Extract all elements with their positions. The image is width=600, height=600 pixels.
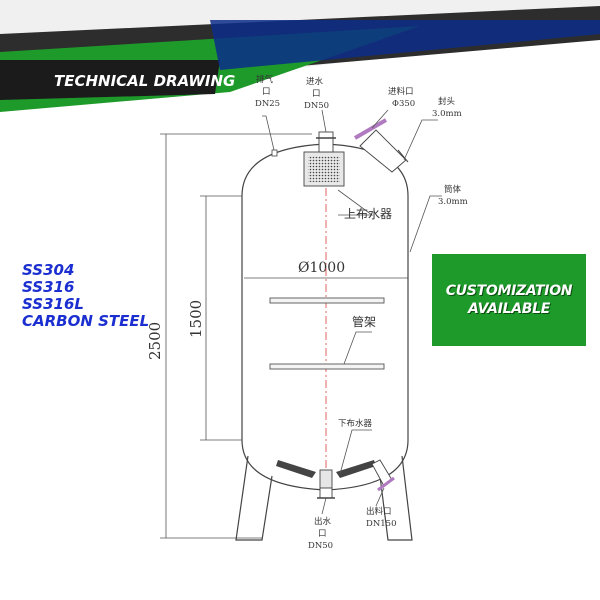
materials-list: SS304 SS316 SS316L CARBON STEEL — [22, 262, 149, 330]
lower-distributor-label: 下布水器 — [338, 418, 373, 429]
customization-line-2: AVAILABLE — [467, 301, 551, 317]
discharge-label-2: DN150 — [366, 519, 396, 529]
leader-vent — [262, 115, 275, 151]
vessel-left-leg — [235, 455, 273, 541]
pipe-rack-label: 管架 — [352, 314, 376, 329]
water-out-nozzle — [317, 487, 335, 499]
head-label-1: 封头 — [438, 96, 456, 107]
leader-water-in — [321, 109, 327, 133]
leader-shell — [409, 195, 442, 253]
lower-distributor-right-arm — [336, 460, 376, 478]
discharge-nozzle — [371, 459, 395, 492]
customization-badge: CUSTOMIZATION AVAILABLE — [432, 254, 586, 346]
material-ss316l: SS316L — [22, 295, 84, 313]
leader-feed — [371, 109, 389, 129]
water-out-pipe — [319, 487, 333, 499]
upper-distributor-label: 上布水器 — [344, 207, 392, 221]
pipe-rack-lower — [269, 363, 385, 370]
lower-distributor-hub — [319, 469, 333, 491]
pipe-rack-upper — [269, 297, 385, 304]
banner-blue-band — [210, 20, 600, 70]
dimension-lines — [160, 133, 408, 539]
upper-distributor-holes — [308, 156, 340, 182]
leader-lower-distributor — [339, 429, 372, 475]
vessel-right-leg — [379, 455, 413, 541]
distributor-mesh — [308, 156, 340, 182]
shell-label-2: 3.0mm — [438, 197, 468, 207]
head-label-2: 3.0mm — [432, 109, 462, 119]
feed-label-1: 进料口 — [388, 86, 414, 97]
water-in-label-3: DN50 — [304, 101, 329, 111]
vent-label-3: DN25 — [255, 99, 280, 109]
vent-label-1: 排气 — [256, 74, 274, 85]
discharge-cover — [377, 476, 395, 492]
leader-lines — [262, 109, 442, 515]
leader-head — [403, 119, 438, 161]
water-in-nozzle — [316, 131, 336, 153]
water-in-label-1: 进水 — [306, 76, 324, 87]
leader-discharge — [375, 487, 385, 507]
height-inner-label: 1500 — [187, 300, 205, 338]
feed-inlet-cover — [353, 118, 388, 140]
upper-distributor — [303, 151, 345, 187]
discharge-label-1: 出料口 — [366, 506, 392, 517]
feed-inlet-hinge — [397, 149, 409, 163]
water-out-label-3: DN50 — [308, 541, 333, 551]
shell-label-1: 筒体 — [444, 184, 462, 195]
material-carbon-steel: CARBON STEEL — [22, 312, 150, 330]
lower-distributor — [276, 460, 376, 491]
banner-title: TECHNICAL DRAWING — [54, 72, 235, 90]
material-ss316: SS316 — [22, 278, 75, 296]
vent-nozzle — [271, 149, 278, 157]
water-out-label-1: 出水 — [314, 516, 332, 527]
feed-label-2: Φ350 — [392, 99, 415, 109]
water-in-pipe — [318, 131, 334, 153]
material-ss304: SS304 — [22, 261, 75, 279]
height-total-label: 2500 — [146, 322, 164, 360]
feed-inlet — [353, 118, 409, 173]
lower-distributor-left-arm — [276, 460, 316, 478]
leader-water-out — [321, 497, 327, 515]
callout-labels: 排气 口 DN25 进水 口 DN50 进料口 Φ350 封头 3.0mm 筒体… — [255, 74, 468, 551]
customization-line-1: CUSTOMIZATION — [445, 283, 573, 299]
header-banner: TECHNICAL DRAWING — [0, 0, 600, 112]
leader-upper-distributor — [337, 189, 374, 216]
water-in-label-2: 口 — [312, 89, 321, 99]
leader-pipe-rack — [343, 331, 372, 365]
vent-label-2: 口 — [262, 87, 271, 97]
diameter-label: Ø1000 — [298, 260, 345, 276]
pipe-racks — [269, 297, 385, 370]
water-out-label-2: 口 — [318, 529, 327, 539]
banner-title-band — [0, 60, 220, 100]
